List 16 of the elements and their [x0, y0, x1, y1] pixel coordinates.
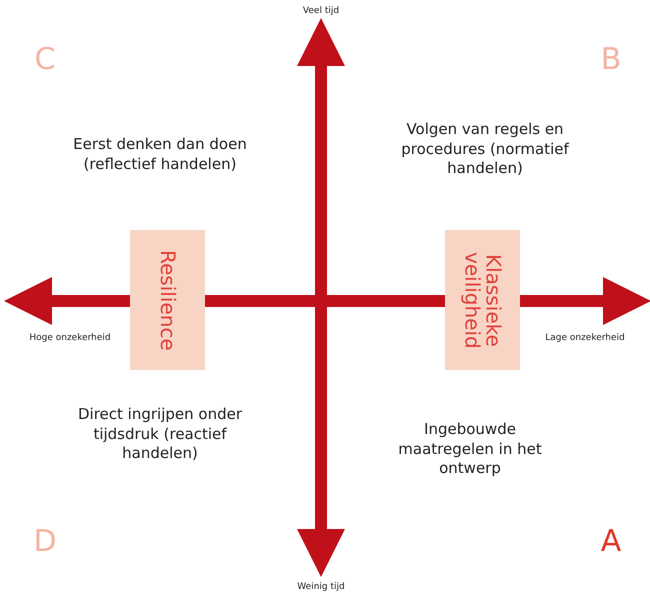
quadrant-letter: A — [600, 523, 622, 561]
concept-label: Klassieke veiligheid — [462, 250, 504, 350]
quadrant-text: Ingebouwde maatregelen in het ontwerp — [397, 420, 543, 478]
axis-label: Weinig tijd — [296, 582, 346, 594]
concept-box — [445, 230, 520, 370]
quadrant-text: Eerst denken dan doen (reflectief handelen) — [72, 135, 248, 174]
axis-label: Veel tijd — [302, 6, 340, 18]
quadrant-text: Volgen van regels en procedures (normatief handelen) — [400, 120, 570, 178]
axis-label: Lage onzekerheid — [544, 333, 626, 345]
concept-box — [130, 230, 205, 370]
quadrant-letter: C — [34, 41, 56, 79]
concept-label: Resilience — [157, 250, 178, 350]
quadrant-letter: B — [600, 41, 622, 79]
quadrant-letter: D — [32, 523, 58, 561]
axis-label: Hoge onzekerheid — [28, 333, 112, 345]
quadrant-text: Direct ingrijpen onder tijdsdruk (reactief handelen) — [76, 405, 243, 464]
